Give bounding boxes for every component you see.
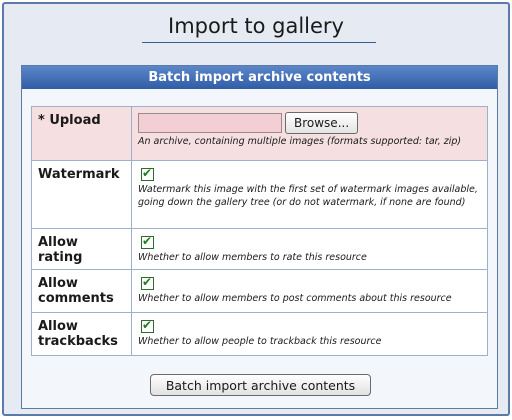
upload-file-input[interactable] (138, 113, 282, 133)
form-row-upload: * Upload Browse... An archive, containin… (31, 106, 488, 161)
page-title: Import to gallery (168, 14, 344, 38)
title-underline (142, 42, 376, 43)
allow-trackbacks-field-cell: ✔ Whether to allow people to trackback t… (131, 312, 488, 356)
allow-comments-field-cell: ✔ Whether to allow members to post comme… (131, 269, 488, 313)
allow-comments-label: Allow comments (31, 269, 132, 313)
checkmark-icon: ✔ (142, 275, 153, 289)
batch-import-panel: Batch import archive contents * Upload B… (21, 65, 498, 409)
upload-label: * Upload (31, 106, 132, 161)
form-row-allow-trackbacks: Allow trackbacks ✔ Whether to allow peop… (31, 312, 488, 356)
watermark-label: Watermark (31, 160, 132, 229)
allow-trackbacks-description: Whether to allow people to trackback thi… (138, 336, 382, 347)
watermark-field-cell: ✔ Watermark this image with the first se… (131, 160, 488, 229)
page-frame: Import to gallery Batch import archive c… (2, 2, 510, 416)
allow-rating-checkbox[interactable]: ✔ (141, 234, 154, 249)
batch-import-submit-button[interactable]: Batch import archive contents (150, 374, 371, 396)
import-form-table: * Upload Browse... An archive, containin… (31, 106, 488, 356)
file-picker: Browse... (138, 112, 481, 134)
checkmark-icon: ✔ (142, 234, 153, 248)
form-row-allow-rating: Allow rating ✔ Whether to allow members … (31, 228, 488, 270)
allow-rating-description: Whether to allow members to rate this re… (138, 252, 367, 263)
form-row-watermark: Watermark ✔ Watermark this image with th… (31, 160, 488, 229)
panel-header: Batch import archive contents (22, 66, 497, 89)
watermark-description: Watermark this image with the first set … (138, 184, 478, 208)
watermark-checkbox[interactable]: ✔ (141, 166, 154, 181)
checkmark-icon: ✔ (142, 166, 153, 180)
allow-trackbacks-checkbox[interactable]: ✔ (141, 318, 154, 333)
form-row-allow-comments: Allow comments ✔ Whether to allow member… (31, 269, 488, 313)
allow-comments-description: Whether to allow members to post comment… (138, 293, 452, 304)
allow-rating-field-cell: ✔ Whether to allow members to rate this … (131, 228, 488, 270)
checkmark-icon: ✔ (142, 318, 153, 332)
allow-rating-label: Allow rating (31, 228, 132, 270)
upload-field-cell: Browse... An archive, containing multipl… (131, 106, 488, 161)
upload-description: An archive, containing multiple images (… (138, 136, 462, 147)
allow-comments-checkbox[interactable]: ✔ (141, 275, 154, 290)
allow-trackbacks-label: Allow trackbacks (31, 312, 132, 356)
browse-button[interactable]: Browse... (285, 112, 359, 134)
